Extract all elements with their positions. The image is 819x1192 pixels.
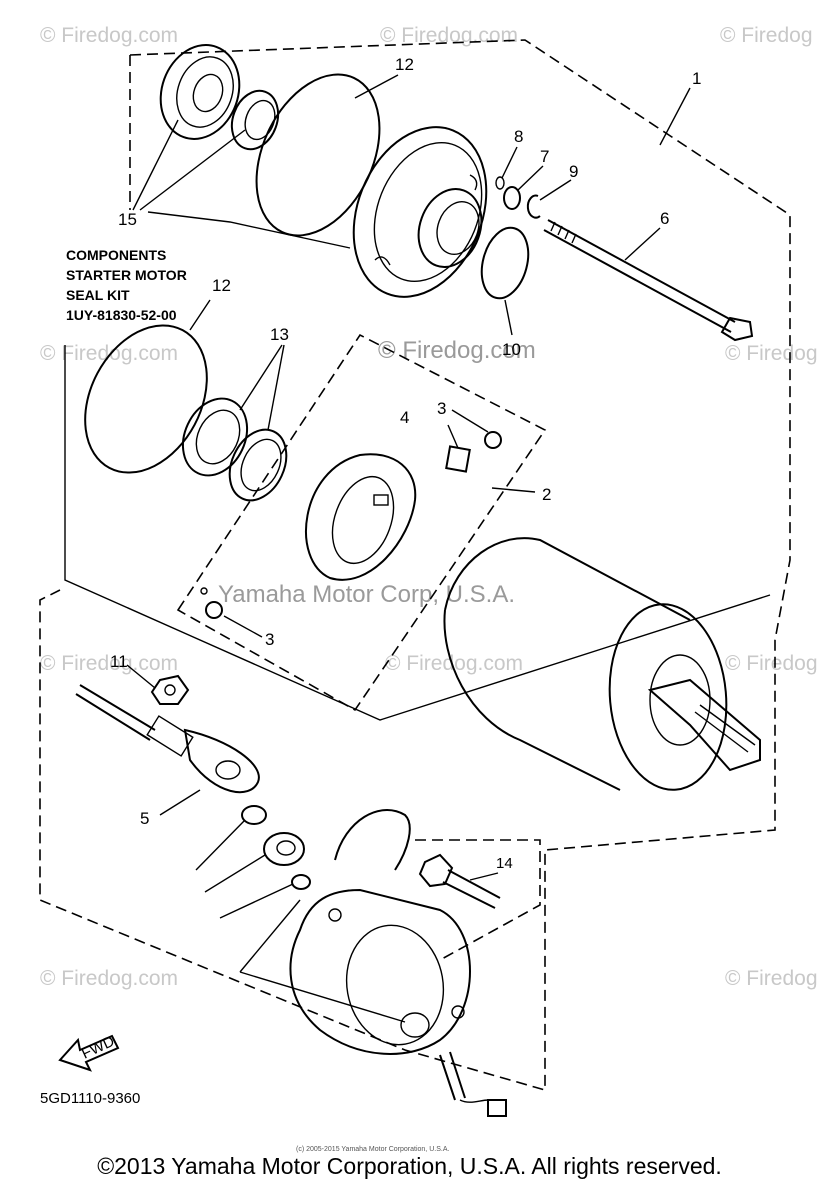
kit-label-line: SEAL KIT [66, 287, 130, 303]
motor-yoke [443, 537, 761, 791]
assembly-outline [39, 39, 791, 1092]
callout-8: 8 [514, 127, 523, 146]
watermark: © Firedog [725, 967, 818, 990]
watermark: © Firedog [725, 342, 818, 365]
callout-3: 3 [437, 399, 446, 418]
insulator-hole [276, 840, 296, 856]
leader-lines [126, 74, 691, 1023]
callout-15: 15 [118, 210, 137, 229]
watermark: © Firedog.com [40, 967, 178, 990]
nut-hole [164, 684, 176, 696]
front-cover [352, 126, 488, 298]
kit-part-number: 1UY-81830-52-00 [66, 307, 177, 323]
washer-small [495, 176, 505, 190]
bolt-box [415, 839, 541, 961]
watermark: © Firedog [720, 24, 813, 47]
bearing [159, 44, 241, 140]
gasket [228, 428, 288, 502]
gasket [181, 397, 249, 477]
watermark-layer: © Firedog.com © Firedog.com © Firedog © … [40, 24, 818, 990]
o-ring-lower [84, 324, 208, 474]
fwd-label: FWD [79, 1033, 117, 1063]
o-ring-tiny [291, 874, 311, 890]
nut [150, 674, 190, 705]
callout-4: 4 [400, 408, 409, 427]
washer [503, 186, 521, 210]
seal-kit-outline [64, 345, 771, 721]
through-bolt [543, 219, 754, 342]
brush-spring [484, 431, 502, 449]
rear-cover [289, 809, 471, 1055]
callout-labels: 1 2 3 3 4 5 6 7 8 9 10 11 12 12 13 14 15 [110, 55, 701, 872]
watermark: © Firedog [725, 652, 818, 675]
drawing-code: 5GD1110-9360 [40, 1090, 140, 1107]
callout-13: 13 [270, 325, 289, 344]
callout-3: 3 [265, 630, 274, 649]
insulator [263, 832, 305, 866]
callout-6: 6 [660, 209, 669, 228]
watermark: © Firedog.com [385, 652, 523, 675]
small-copyright: (c) 2005-2015 Yamaha Motor Corporation, … [296, 1146, 449, 1153]
callout-5: 5 [140, 809, 149, 828]
gasket-inner [240, 438, 282, 492]
watermark: © Firedog.com [380, 24, 518, 47]
brush-spring [205, 601, 223, 619]
o-ring-small [480, 226, 530, 300]
callout-14: 14 [496, 855, 513, 872]
callout-12: 12 [212, 276, 231, 295]
washer [241, 805, 267, 825]
watermark: © Firedog.com [40, 342, 178, 365]
kit-label-line: STARTER MOTOR [66, 267, 187, 283]
spring-end [200, 587, 208, 595]
lead-wire [75, 684, 260, 794]
callout-2: 2 [542, 485, 551, 504]
callout-7: 7 [540, 147, 549, 166]
watermark-yamaha: Yamaha Motor Corp, U.S.A. [218, 581, 515, 608]
brush-plate [305, 453, 417, 581]
terminal-lead [439, 1051, 507, 1117]
brush [445, 445, 471, 473]
oil-seal [230, 89, 280, 151]
callout-1: 1 [692, 69, 701, 88]
fwd-arrow-icon: FWD [58, 1033, 120, 1072]
callout-10: 10 [502, 340, 521, 359]
callout-11: 11 [110, 652, 128, 671]
seal-kit-label: COMPONENTS STARTER MOTOR SEAL KIT 1UY-81… [66, 247, 187, 323]
o-ring-upper [255, 73, 381, 237]
terminal-bolt [418, 853, 501, 909]
brush-holder-box [176, 333, 547, 712]
circlip [526, 194, 541, 219]
kit-label-line: COMPONENTS [66, 247, 166, 263]
callout-9: 9 [569, 162, 578, 181]
watermark: © Firedog.com [40, 24, 178, 47]
watermark: © Firedog.com [40, 652, 178, 675]
callout-12: 12 [395, 55, 414, 74]
gasket-inner [195, 409, 241, 465]
watermark-center: © Firedog.com [378, 337, 536, 364]
copyright-footer: ©2013 Yamaha Motor Corporation, U.S.A. A… [97, 1153, 722, 1179]
